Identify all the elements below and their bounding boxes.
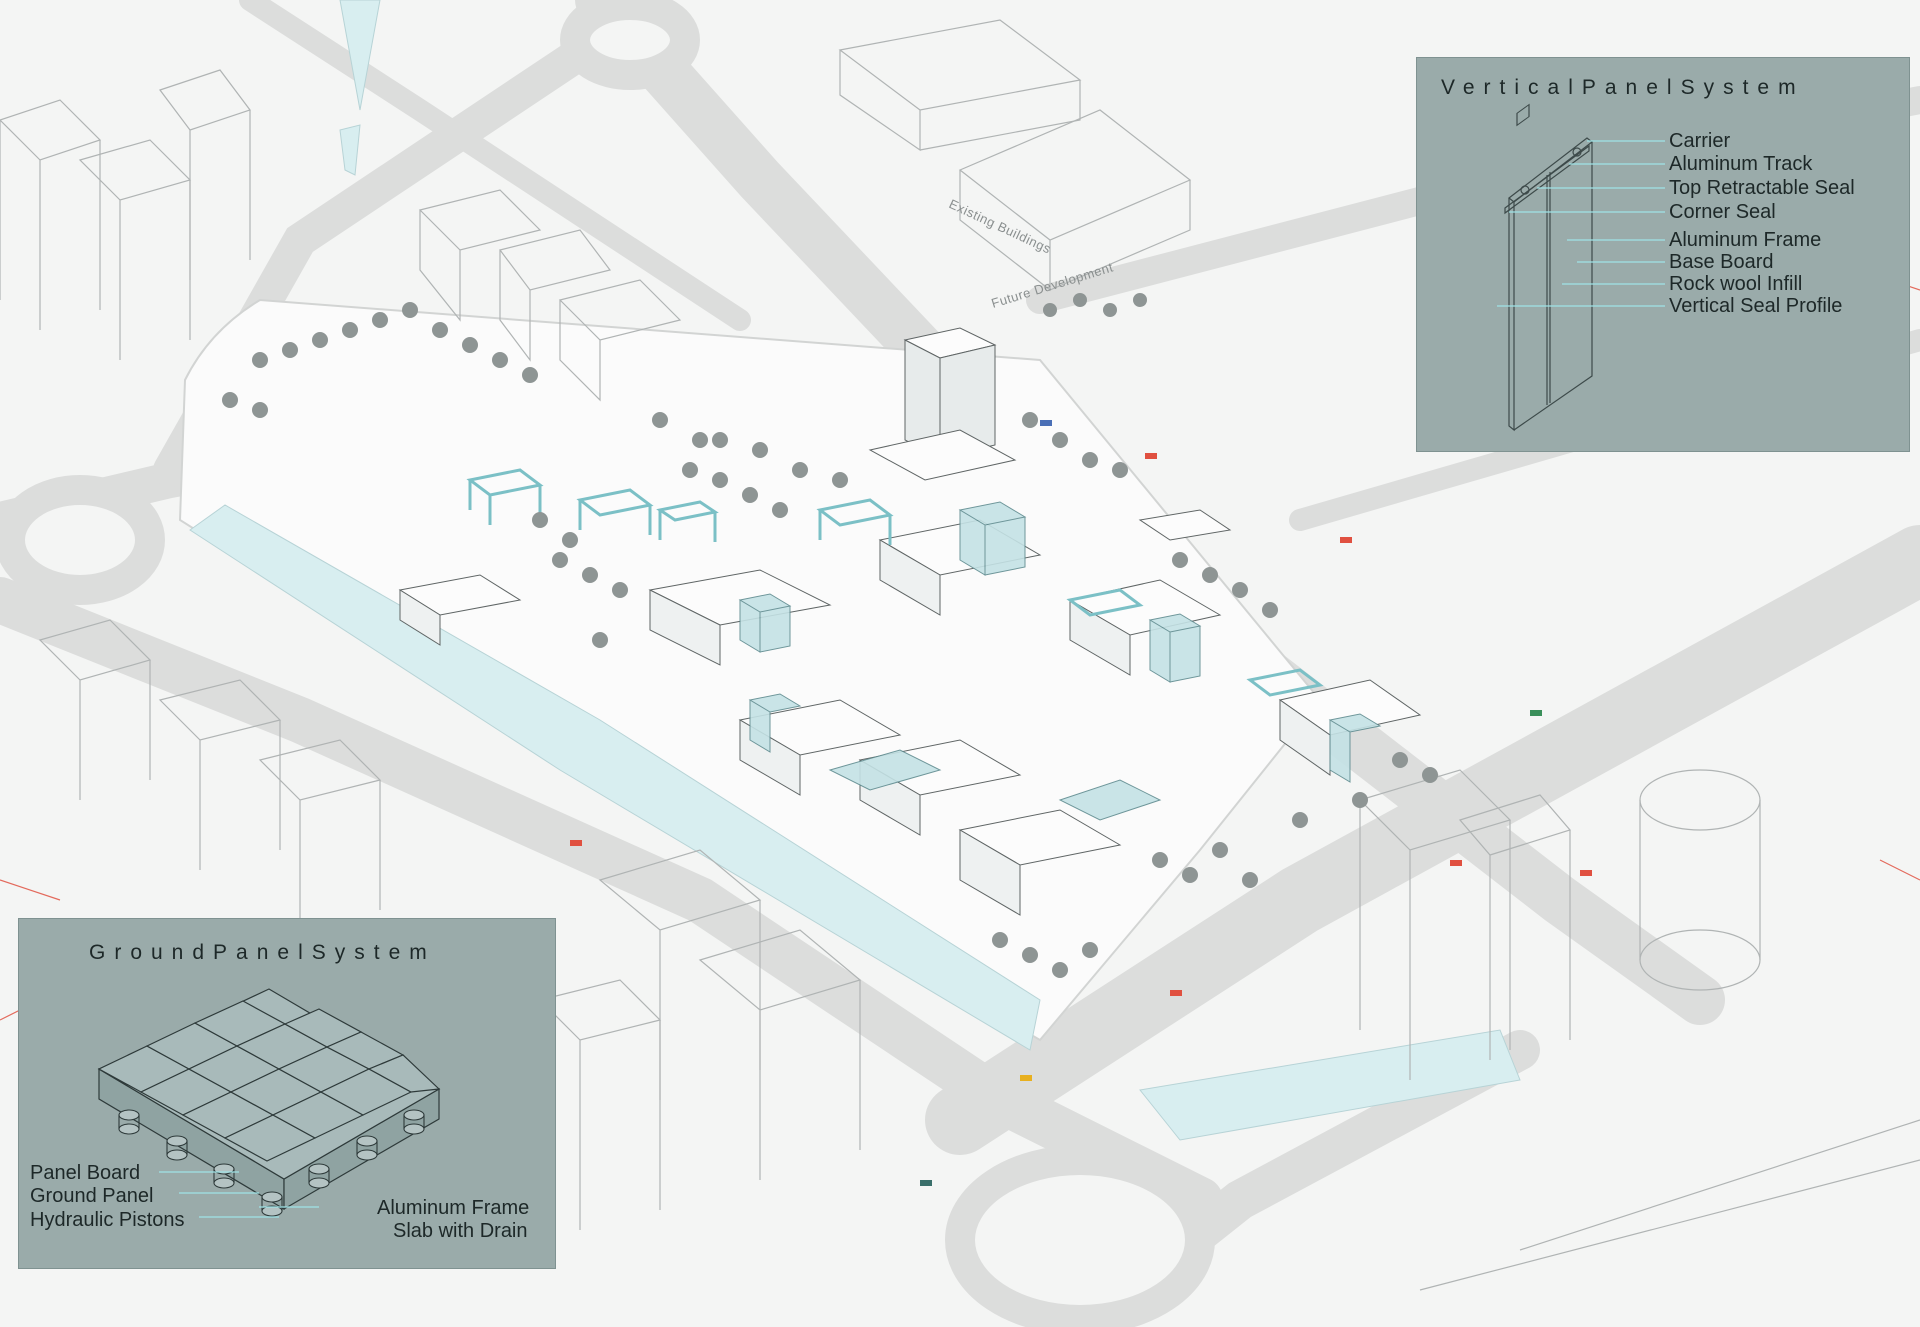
tower-right-face (939, 344, 996, 459)
existing-buildings-context (0, 19, 1920, 1291)
ground-panel-drawing (97, 988, 441, 1218)
vertical-panel-system-inset: VerticalPanelSystem Carrier Aluminum Tra… (1416, 57, 1910, 452)
north-roundabout (560, 0, 700, 90)
ground-leader-lines (159, 1171, 319, 1218)
callout-top-retractable-seal: Top Retractable Seal (1669, 177, 1855, 199)
ground-panel-title: GroundPanelSystem (89, 941, 436, 964)
vertical-panel-drawing (1497, 103, 1665, 432)
walkway-frames (466, 468, 1324, 697)
callout-ground-panel: Ground Panel (30, 1185, 154, 1207)
vertical-leader-lines (1497, 140, 1665, 307)
callout-aluminum-frame-ground: Aluminum Frame (377, 1197, 530, 1219)
callout-panel-board: Panel Board (30, 1162, 141, 1184)
trees (222, 293, 1438, 978)
callout-aluminum-track: Aluminum Track (1669, 153, 1813, 175)
west-roundabout (0, 475, 165, 605)
south-roundabout (945, 1145, 1215, 1327)
water-channel (189, 0, 1521, 1141)
callout-aluminum-frame: Aluminum Frame (1669, 229, 1822, 251)
southwest-road (0, 577, 1223, 1223)
callout-carrier: Carrier (1669, 130, 1731, 152)
glass-pavilions (738, 501, 1382, 821)
callout-hydraulic-pistons: Hydraulic Pistons (30, 1209, 185, 1231)
existing-buildings-label: Existing Buildings (947, 196, 1054, 256)
diagonal-road-north (239, 0, 751, 331)
ground-panel-system-inset: GroundPanelSystem (18, 918, 556, 1269)
callout-vertical-seal-profile: Vertical Seal Profile (1669, 295, 1843, 317)
callout-corner-seal: Corner Seal (1669, 201, 1776, 223)
vehicles (570, 420, 1592, 1186)
east-highway (925, 525, 1920, 1155)
callout-rock-wool-infill: Rock wool Infill (1669, 273, 1803, 295)
callout-slab-with-drain: Slab with Drain (393, 1220, 528, 1242)
roundabouts (0, 0, 1215, 1327)
callout-base-board: Base Board (1669, 251, 1774, 273)
vertical-panel-title: VerticalPanelSystem (1441, 76, 1805, 99)
